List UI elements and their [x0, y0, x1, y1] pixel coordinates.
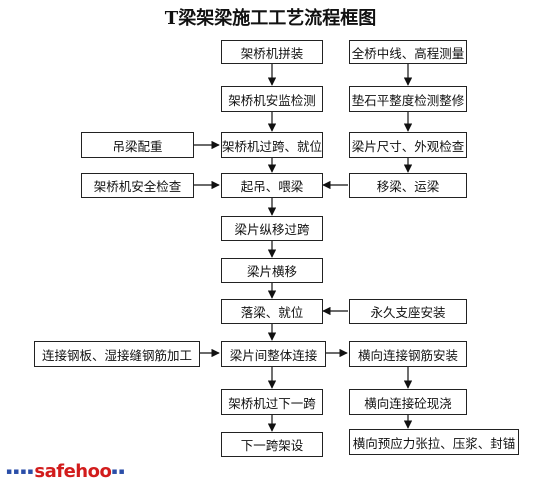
- step-center-7: 落梁、就位: [221, 299, 323, 324]
- step-right-2: 垫石平整度检测整修: [349, 86, 467, 112]
- step-center-2: 架桥机安监检测: [221, 86, 323, 112]
- page-title: T梁架梁施工工艺流程框图: [164, 8, 377, 29]
- watermark-logo: ▪▪▪▪safehoo▪▪: [6, 461, 126, 482]
- step-center-9: 架桥机过下一跨: [221, 389, 323, 415]
- watermark-text: safehoo: [34, 461, 112, 482]
- step-center-3: 架桥机过跨、就位: [221, 132, 323, 158]
- step-left-3: 连接钢板、湿接缝钢筋加工: [34, 341, 200, 367]
- watermark-dots-end: ▪▪: [111, 467, 126, 477]
- step-right-7: 横向连接砼现浇: [349, 389, 467, 415]
- step-right-3: 梁片尺寸、外观检查: [349, 132, 467, 158]
- step-center-4: 起吊、喂梁: [221, 173, 323, 198]
- step-center-5: 梁片纵移过跨: [221, 216, 323, 241]
- step-center-6: 梁片横移: [221, 258, 323, 283]
- step-center-1: 架桥机拼装: [221, 40, 323, 64]
- step-right-6: 横向连接钢筋安装: [349, 341, 467, 367]
- step-right-4: 移梁、运梁: [349, 173, 467, 198]
- step-left-2: 架桥机安全检查: [81, 173, 194, 198]
- step-center-10: 下一跨架设: [221, 432, 323, 457]
- step-right-5: 永久支座安装: [349, 299, 467, 324]
- step-right-8: 横向预应力张拉、压浆、封锚: [349, 429, 519, 455]
- step-right-1: 全桥中线、高程测量: [349, 40, 467, 64]
- watermark-dots: ▪▪▪▪: [6, 467, 35, 477]
- step-left-1: 吊梁配重: [81, 132, 194, 158]
- step-center-8: 梁片间整体连接: [221, 341, 326, 367]
